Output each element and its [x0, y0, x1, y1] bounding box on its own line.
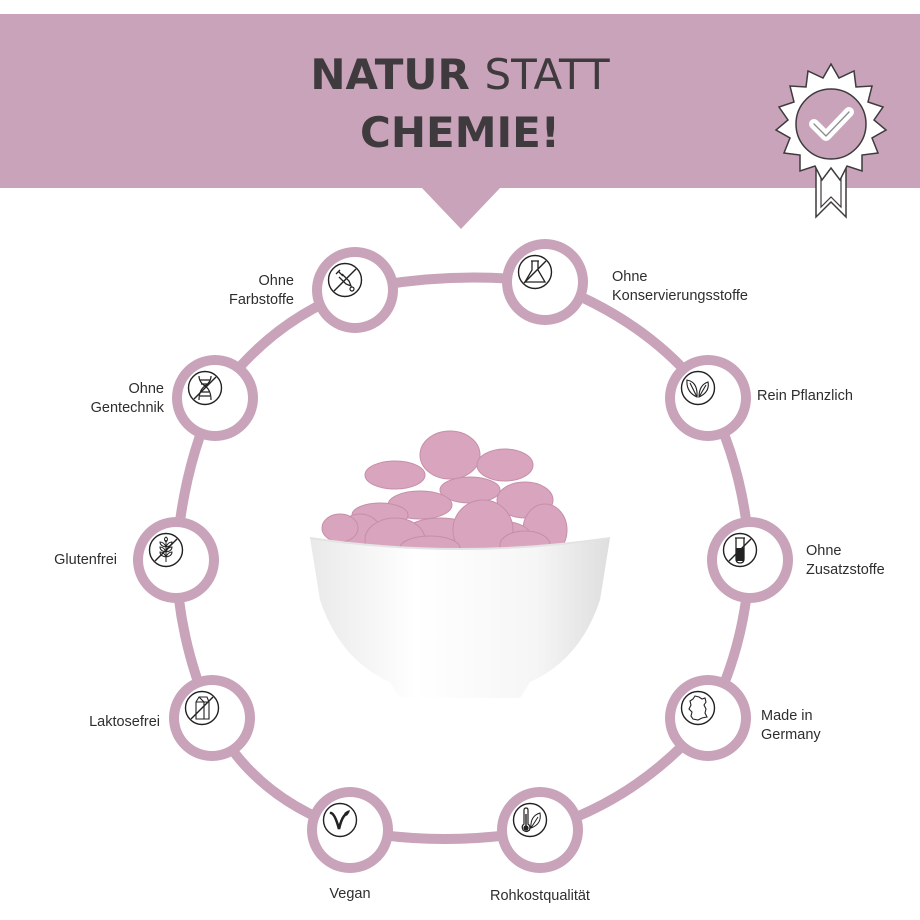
label-line-1: Rein Pflanzlich [757, 388, 853, 404]
feature-label-germany: Made in Germany [761, 707, 821, 745]
feature-label-gentechnik: Ohne Gentechnik [91, 380, 164, 418]
feature-node-gentechnik [172, 355, 258, 441]
label-line-1: Ohne [806, 543, 842, 559]
leaves-icon [680, 370, 716, 406]
label-line-1: Made in [761, 708, 813, 724]
header-pointer [421, 187, 501, 229]
label-line-1: Ohne [258, 273, 294, 289]
no-milk-carton-icon [184, 690, 220, 726]
no-test-tube-icon [722, 532, 758, 568]
no-wheat-icon [148, 532, 184, 568]
label-line-2: Zusatzstoffe [806, 562, 885, 578]
germany-map-icon [680, 690, 716, 726]
title-line-2: CHEMIE! [360, 108, 560, 157]
no-dna-icon [187, 370, 223, 406]
label-line-1: Glutenfrei [54, 552, 117, 568]
feature-node-farbstoffe [312, 247, 398, 333]
label-line-1: Laktosefrei [89, 714, 160, 730]
no-dropper-icon [327, 262, 363, 298]
no-flask-icon [517, 254, 553, 290]
label-line-1: Ohne [128, 381, 164, 397]
feature-node-germany [665, 675, 751, 761]
label-line-2: Farbstoffe [228, 292, 294, 308]
label-line-2: Gentechnik [90, 400, 164, 416]
label-line-2: Konservierungsstoffe [612, 288, 748, 304]
feature-label-rohkost: Rohkostqualität [470, 887, 610, 906]
feature-label-zusatzstoffe: Ohne Zusatzstoffe [806, 542, 885, 580]
header-band [0, 14, 920, 188]
feature-node-glutenfrei [133, 517, 219, 603]
vegan-v-leaf-icon [322, 802, 358, 838]
feature-node-rohkost [497, 787, 583, 873]
feature-label-glutenfrei: Glutenfrei [54, 551, 117, 570]
label-line-1: Vegan [329, 886, 371, 902]
label-line-1: Rohkostqualität [490, 888, 590, 904]
feature-node-laktosefrei [169, 675, 255, 761]
certified-award-checkmark-icon [774, 62, 888, 219]
title-bold-word: NATUR [310, 50, 470, 99]
feature-node-vegan [307, 787, 393, 873]
feature-node-zusatzstoffe [707, 517, 793, 603]
page-title: NATUR STATT CHEMIE! [0, 46, 920, 162]
feature-node-konservierungsstoffe [502, 239, 588, 325]
label-line-2: Germany [761, 727, 821, 743]
thermometer-leaf-icon [512, 802, 548, 838]
tablet-bowl-image [300, 420, 620, 710]
label-line-1: Ohne [612, 269, 648, 285]
feature-label-laktosefrei: Laktosefrei [89, 713, 160, 732]
feature-label-vegan: Vegan [300, 885, 400, 904]
feature-label-farbstoffe: Ohne Farbstoffe [229, 272, 294, 310]
feature-node-pflanzlich [665, 355, 751, 441]
title-light-word: STATT [484, 50, 610, 99]
feature-label-pflanzlich: Rein Pflanzlich [757, 387, 853, 406]
feature-label-konservierungsstoffe: Ohne Konservierungsstoffe [612, 268, 748, 306]
